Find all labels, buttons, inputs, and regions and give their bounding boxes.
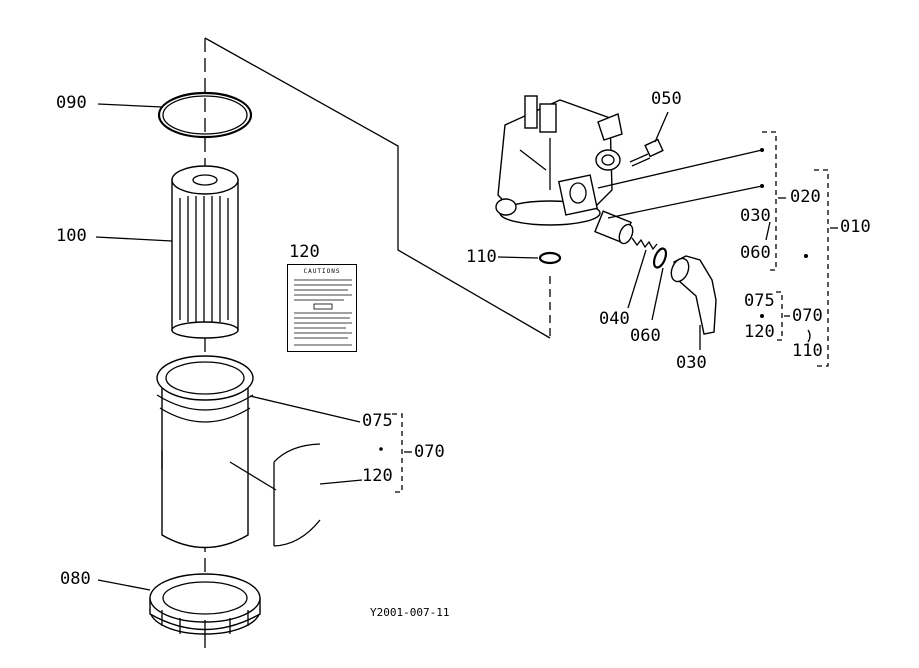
part-label-010: 010 bbox=[840, 217, 871, 237]
part-label-080: 080 bbox=[60, 569, 91, 589]
part-label-020: 020 bbox=[790, 187, 821, 207]
part-label-100: 100 bbox=[56, 226, 87, 246]
caution-card-title: CAUTIONS bbox=[303, 268, 341, 275]
ring-nut-080 bbox=[97, 573, 261, 638]
filter-cup bbox=[156, 355, 361, 549]
o-ring-090 bbox=[97, 91, 253, 139]
part-label-070-left: 070 bbox=[414, 442, 445, 462]
caution-card-text-lines bbox=[294, 279, 352, 346]
part-label-120-right: 120 bbox=[744, 322, 775, 342]
part-label-110-head: 110 bbox=[466, 247, 497, 267]
part-label-060-right: 060 bbox=[740, 243, 771, 263]
part-label-075-left: 075 bbox=[362, 411, 393, 431]
caution-label-card: CAUTIONS bbox=[287, 264, 357, 352]
filter-head-body bbox=[495, 95, 623, 226]
part-label-060-lower: 060 bbox=[630, 326, 661, 346]
part-label-075-right: 075 bbox=[744, 291, 775, 311]
part-label-030-lower: 030 bbox=[676, 353, 707, 373]
part-label-120-card: 120 bbox=[289, 242, 320, 262]
bolt-050 bbox=[629, 111, 669, 167]
part-label-040: 040 bbox=[599, 309, 630, 329]
part-label-030-right: 030 bbox=[740, 206, 771, 226]
filter-element-100 bbox=[95, 165, 239, 339]
assembly-leader-line bbox=[204, 37, 551, 339]
o-ring-110 bbox=[497, 251, 562, 265]
drawing-reference-code: Y2001-007-11 bbox=[370, 606, 450, 619]
cock-assembly bbox=[594, 210, 717, 350]
bracket-right bbox=[762, 131, 838, 367]
part-label-070-right: 070 bbox=[792, 306, 823, 326]
right-leaders bbox=[597, 148, 808, 318]
part-label-120-left: 120 bbox=[362, 466, 393, 486]
cup-label-sheet bbox=[273, 443, 363, 547]
part-label-110-right: 110 bbox=[792, 341, 823, 361]
part-label-090: 090 bbox=[56, 93, 87, 113]
part-label-050: 050 bbox=[651, 89, 682, 109]
bracket-left bbox=[379, 413, 412, 493]
